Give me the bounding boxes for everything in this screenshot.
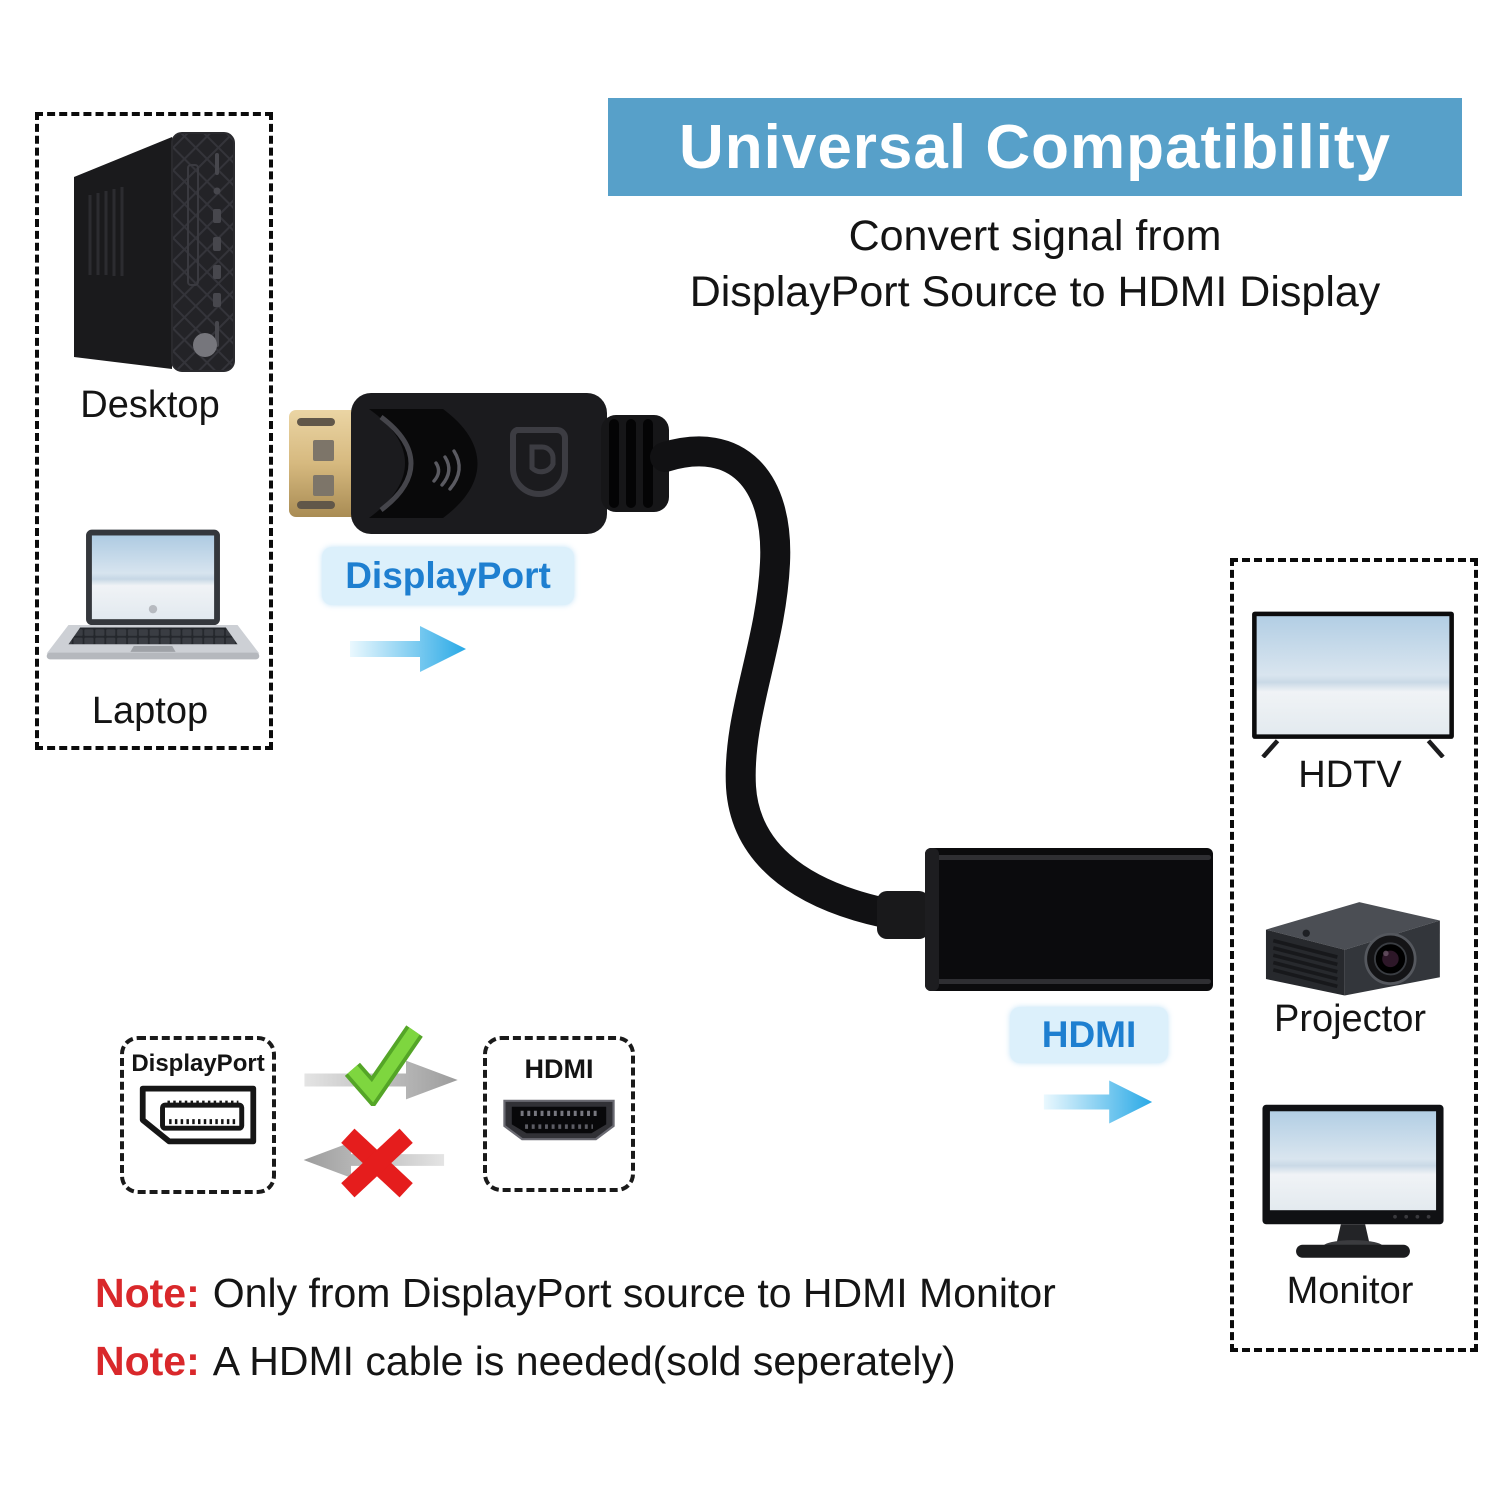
displayport-badge: DisplayPort xyxy=(322,547,574,605)
comparison-displayport-box: DisplayPort xyxy=(120,1036,276,1194)
note-line-2: Note: A HDMI cable is needed(sold seperat… xyxy=(95,1338,956,1385)
power-button-icon xyxy=(193,333,217,357)
hdmi-arrow-icon xyxy=(1043,1080,1153,1124)
comparison-hdmi-label: HDMI xyxy=(524,1054,594,1084)
note-1-prefix: Note: xyxy=(95,1270,200,1316)
comparison-displayport-label: DisplayPort xyxy=(131,1050,265,1077)
hdmi-badge-label: HDMI xyxy=(1041,1014,1137,1055)
display-label-hdtv: HDTV xyxy=(1298,754,1402,796)
comparison-hdmi-box: HDMI xyxy=(483,1036,635,1192)
adapter-cable xyxy=(650,436,900,928)
displayport-plug-tip xyxy=(289,410,363,517)
sources-group-box xyxy=(35,112,273,750)
display-label-projector: Projector xyxy=(1273,998,1427,1040)
displayport-arrow-icon xyxy=(350,626,466,672)
hdtv-image xyxy=(1252,611,1454,758)
check-icon xyxy=(344,1025,423,1106)
note-line-1: Note: Only from DisplayPort source to HDM… xyxy=(95,1270,1056,1317)
projector-lens-icon xyxy=(1364,932,1417,985)
title-banner: Universal Compatibility xyxy=(608,98,1462,196)
page-title: Universal Compatibility xyxy=(678,112,1392,182)
note-2-text: A HDMI cable is needed(sold seperately) xyxy=(212,1338,956,1384)
displayport-badge-label: DisplayPort xyxy=(345,555,551,596)
hdmi-badge: HDMI xyxy=(1010,1007,1168,1063)
subtitle-line-2: DisplayPort Source to HDMI Display xyxy=(689,268,1381,316)
monitor-image xyxy=(1262,1104,1444,1258)
note-2-prefix: Note: xyxy=(95,1338,200,1384)
hdmi-adapter-body xyxy=(925,848,1213,991)
front-ports xyxy=(213,153,221,347)
note-1-text: Only from DisplayPort source to HDMI Mon… xyxy=(212,1270,1056,1316)
source-label-laptop: Laptop xyxy=(91,690,209,732)
projector-image xyxy=(1265,902,1440,996)
laptop-image xyxy=(46,529,260,660)
desktop-tower-image xyxy=(74,132,235,372)
displayport-port-icon xyxy=(139,1085,257,1145)
projector-vents xyxy=(1272,938,1338,989)
cross-icon xyxy=(341,1128,413,1198)
source-label-desktop: Desktop xyxy=(80,384,220,426)
displays-group-box xyxy=(1230,558,1478,1352)
adapter-cable-image xyxy=(289,393,1213,991)
signal-waves-icon xyxy=(432,449,461,491)
displayport-logo-icon xyxy=(510,427,568,497)
subtitle-line-1: Convert signal from xyxy=(848,212,1222,260)
tv-legs xyxy=(1261,739,1445,758)
hdmi-port-icon xyxy=(503,1099,615,1141)
display-label-monitor: Monitor xyxy=(1286,1270,1414,1312)
